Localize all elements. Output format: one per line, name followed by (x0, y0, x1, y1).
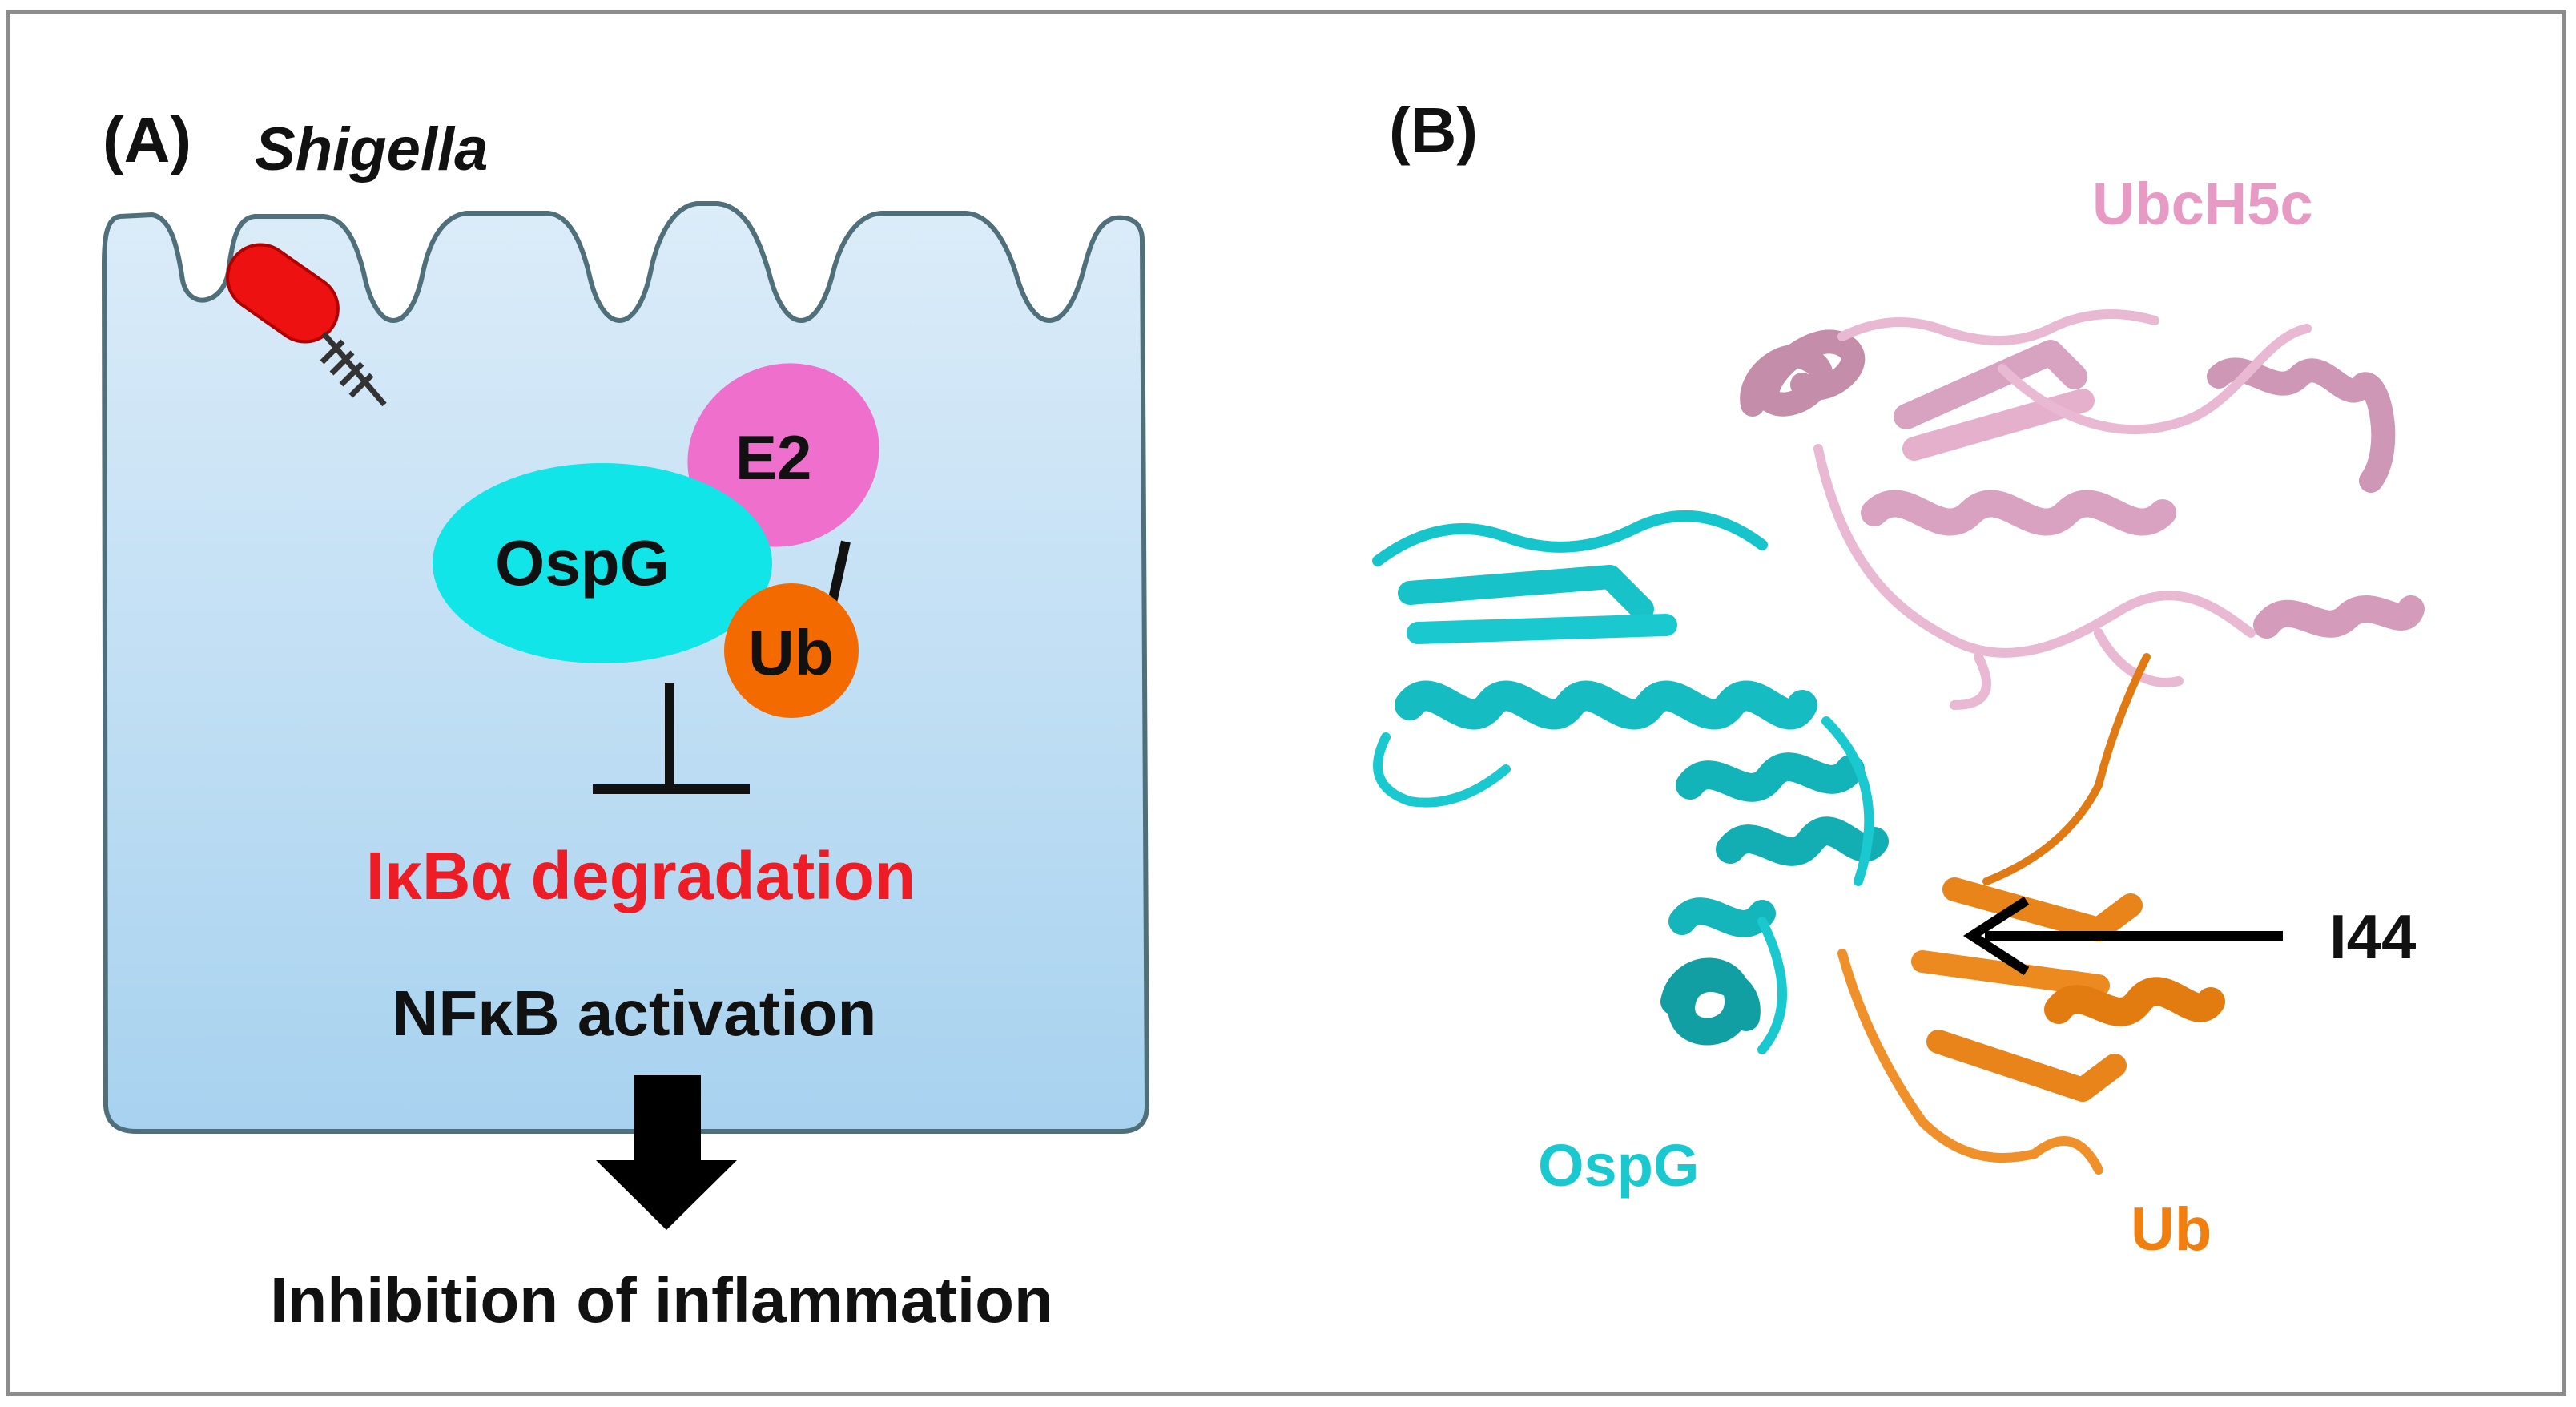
ikba-degradation-text: IκBα degradation (366, 838, 916, 913)
inhibition-of-inflammation-text: Inhibition of inflammation (270, 1264, 1053, 1336)
i44-pointer-arrow (1962, 896, 2283, 976)
ub-circle (724, 583, 859, 718)
ospg-label-a: OspG (495, 527, 670, 599)
ubch5c-structure (1740, 309, 2425, 710)
e2-oval (687, 363, 879, 547)
e2-label: E2 (735, 422, 811, 493)
panel-b-label: (B) (1389, 95, 1478, 166)
panel-a-label: (A) (103, 104, 191, 175)
ospg-label-b: OspG (1538, 1132, 1699, 1199)
host-cell (101, 201, 1150, 1134)
shigella-label: Shigella (255, 115, 488, 183)
secretion-needle-icon (320, 331, 387, 407)
shigella-bacterium (226, 243, 387, 407)
ub-label-a: Ub (748, 617, 834, 688)
nfkb-activation-text: NFκB activation (392, 978, 877, 1049)
ub-label-b: Ub (2131, 1195, 2212, 1264)
down-arrow (596, 1075, 737, 1230)
panel-a: (A) Shigella E2 OspG Ub (101, 104, 1150, 1336)
ub-structure (1837, 653, 2225, 1175)
panel-b: (B) UbcH5c (1372, 95, 2425, 1264)
e2-ub-link (827, 540, 851, 607)
ubch5c-label: UbcH5c (2092, 171, 2313, 237)
ospg-structure (1372, 510, 1889, 1054)
inhibition-symbol (593, 683, 750, 794)
ospg-oval (433, 463, 772, 663)
i44-label: I44 (2329, 901, 2416, 972)
